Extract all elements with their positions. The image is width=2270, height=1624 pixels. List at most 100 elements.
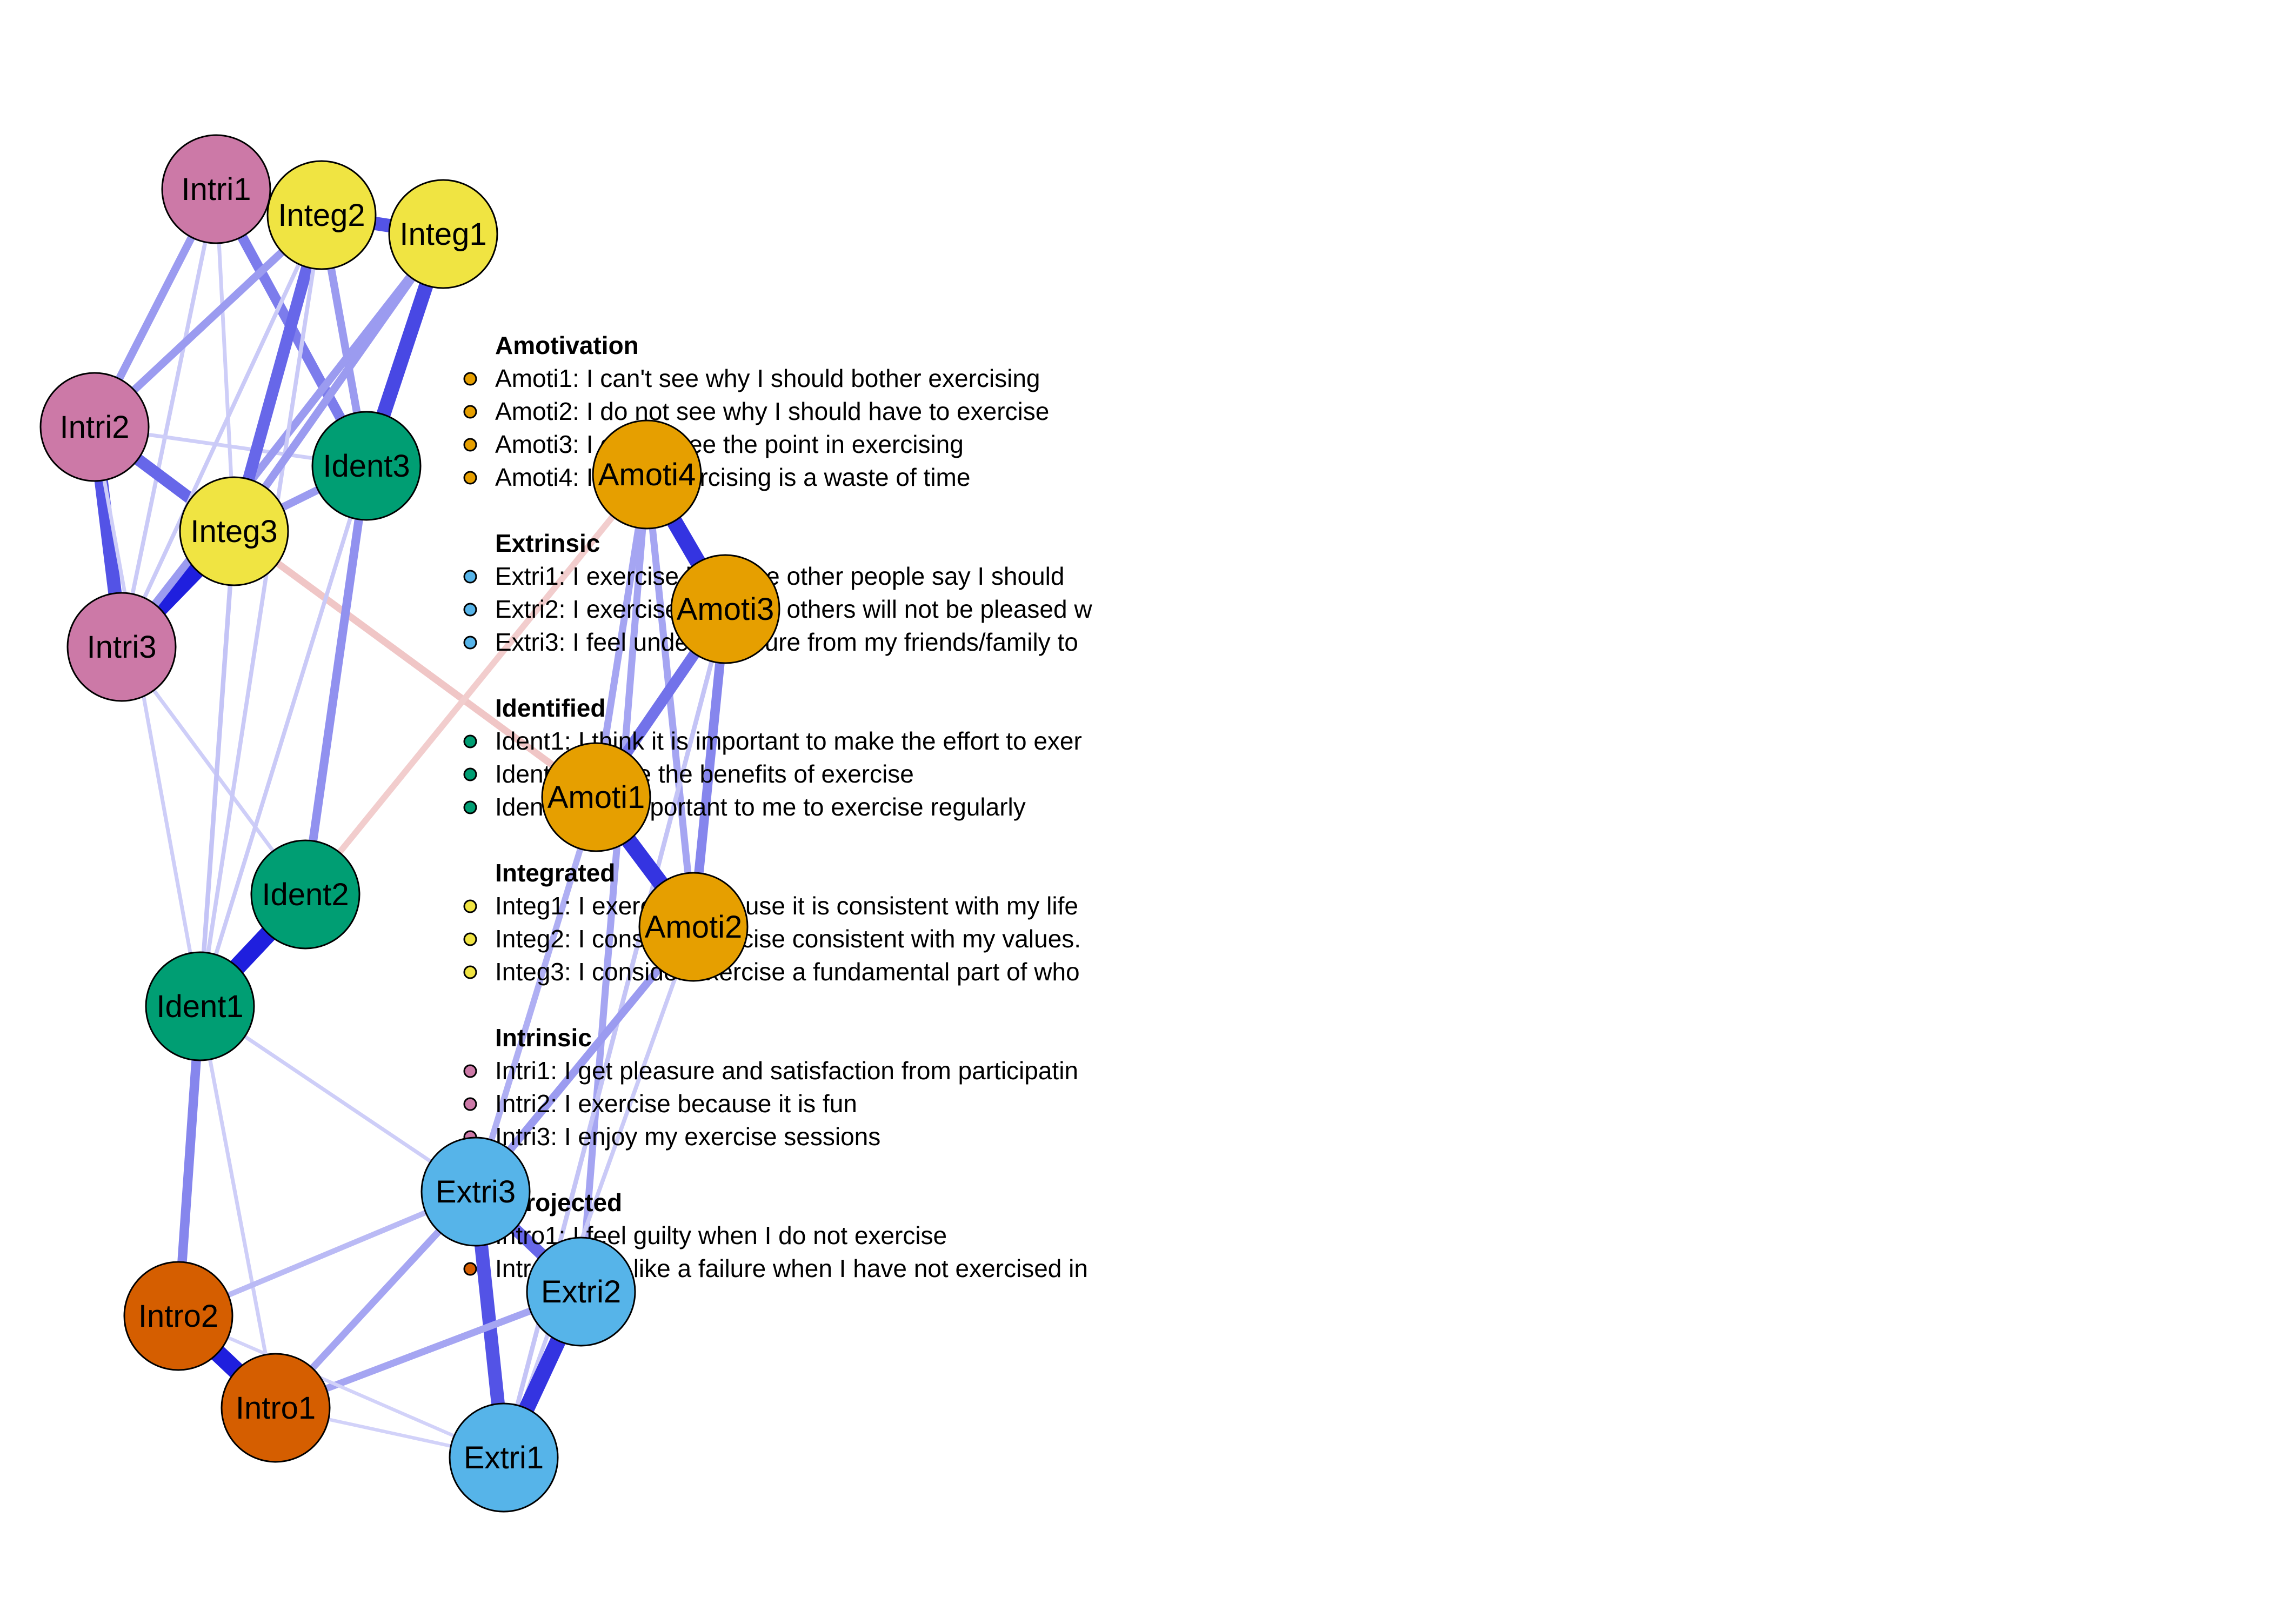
- legend-group-title: Identified: [495, 694, 605, 722]
- node-label: Intri1: [182, 172, 251, 207]
- edge-amoti4-amoti2: [643, 474, 697, 927]
- legend-marker: [463, 1097, 477, 1111]
- edge-integ1-integ3: [231, 231, 446, 534]
- legend-group-title: Amotivation: [495, 331, 639, 359]
- node-circle: [592, 419, 702, 530]
- legend-marker: [463, 570, 477, 584]
- node-circle: [179, 476, 289, 586]
- node-label: Extri1: [464, 1440, 544, 1475]
- legend-item-integ2: Integ2: I consider exercise consistent w…: [495, 925, 1081, 953]
- node-circle: [449, 1402, 559, 1513]
- node-label: Intri3: [87, 630, 157, 665]
- edge-intri2-ident1: [92, 426, 202, 1007]
- node-intri2: Intri2: [39, 372, 150, 482]
- legend-item-extri1: Extri1: I exercise because other people …: [495, 562, 1065, 590]
- node-integ1: Integ1: [388, 179, 498, 289]
- edge-ident1-extri3: [199, 1005, 477, 1193]
- node-label: Amoti4: [598, 457, 696, 492]
- legend-marker: [463, 438, 477, 452]
- legend-marker: [463, 372, 477, 386]
- node-label: Intro2: [138, 1299, 218, 1334]
- edge-amoti2-extri1: [502, 926, 696, 1459]
- legend-marker: [463, 932, 477, 946]
- node-label: Intri2: [60, 410, 130, 445]
- node-circle: [311, 411, 422, 521]
- node-label: Extri3: [436, 1174, 516, 1209]
- node-circle: [638, 872, 749, 982]
- legend-item-amoti4: Amoti4: I think exercising is a waste of…: [495, 463, 970, 491]
- edge-intro2-extri1: [177, 1314, 505, 1459]
- node-circle: [145, 951, 255, 1061]
- nodes-layer: Intri1 Integ2Integ1Intri2Ident3Integ3Intr…: [39, 134, 780, 1513]
- legend-item-amoti3: Amoti3: I do not see the point in exerci…: [495, 430, 964, 458]
- node-circle: [39, 372, 150, 482]
- node-ident2: Ident2: [250, 839, 360, 950]
- node-circle: [221, 1353, 331, 1463]
- legend-item-intri3: Intri3: I enjoy my exercise sessions: [495, 1122, 880, 1151]
- edge-ident3-ident1: [198, 465, 369, 1007]
- legend-item-integ1: Integ1: I exercise because it is consist…: [495, 892, 1078, 920]
- node-ident1: Ident1: [145, 951, 255, 1061]
- legend-item-intri2: Intri2: I exercise because it is fun: [495, 1090, 857, 1118]
- node-intro2: Intro2: [123, 1261, 233, 1371]
- node-circle: [161, 134, 271, 244]
- node-label: Ident3: [323, 449, 410, 484]
- legend-marker: [463, 471, 477, 485]
- node-ident3: Ident3: [311, 411, 422, 521]
- legend-marker: [463, 965, 477, 979]
- node-circle: [388, 179, 498, 289]
- edge-intri3-integ2: [119, 214, 324, 648]
- legend-item-amoti1: Amoti1: I can't see why I should bother …: [495, 364, 1040, 392]
- node-label: Ident2: [262, 877, 349, 912]
- node-label: Integ3: [190, 514, 277, 549]
- node-circle: [266, 160, 377, 270]
- edge-intri1-integ3: [214, 189, 236, 532]
- node-label: Ident1: [156, 989, 243, 1024]
- legend-group-title: Integrated: [495, 859, 615, 887]
- legend-group-title: Intrinsic: [495, 1024, 592, 1052]
- edge-integ3-amoti1: [232, 528, 598, 800]
- legend-marker: [463, 1262, 477, 1276]
- legend-marker: [463, 767, 477, 781]
- node-extri1: Extri1: [449, 1402, 559, 1513]
- node-label: Amoti1: [548, 780, 645, 815]
- legend-item-integ3: Integ3: I consider exercise a fundamenta…: [495, 958, 1080, 986]
- node-intri3: Intri3: [66, 592, 177, 702]
- edge-ident1-intro1: [198, 1006, 278, 1408]
- legend-marker: [463, 636, 477, 650]
- edge-intri1-intri3: [119, 189, 218, 647]
- legend-item-amoti2: Amoti2: I do not see why I should have t…: [495, 397, 1049, 425]
- node-label: Amoti2: [645, 910, 743, 945]
- edge-amoti2-extri3: [472, 924, 697, 1194]
- legend-item-intri1: Intri1: I get pleasure and satisfaction …: [495, 1057, 1078, 1085]
- legend-group-title: Extrinsic: [495, 529, 600, 557]
- node-label: Amoti3: [677, 592, 775, 627]
- node-integ3: Integ3: [179, 476, 289, 586]
- legend-marker: [463, 603, 477, 617]
- node-amoti4: Amoti4: [592, 419, 702, 530]
- node-integ2: Integ2: [266, 160, 377, 270]
- edge-integ2-ident1: [198, 215, 324, 1007]
- edge-amoti4-extri2: [577, 474, 651, 1292]
- node-circle: [420, 1137, 531, 1247]
- node-extri2: Extri2: [526, 1237, 636, 1347]
- node-amoti3: Amoti3: [670, 554, 780, 664]
- edge-ident3-ident2: [301, 465, 371, 895]
- legend-marker: [463, 734, 477, 748]
- edge-integ3-ident1: [197, 531, 237, 1007]
- node-amoti1: Amoti1: [541, 742, 651, 852]
- node-amoti2: Amoti2: [638, 872, 749, 982]
- edge-ident2-amoti4: [303, 472, 650, 897]
- node-intro1: Intro1: [221, 1353, 331, 1463]
- node-label: Intro1: [236, 1391, 316, 1426]
- node-circle: [66, 592, 177, 702]
- node-circle: [541, 742, 651, 852]
- node-circle: [250, 839, 360, 950]
- node-intri1: Intri1: [161, 134, 271, 244]
- node-label: Extri2: [541, 1274, 621, 1309]
- node-extri3: Extri3: [420, 1137, 531, 1247]
- node-label: Integ1: [399, 217, 486, 252]
